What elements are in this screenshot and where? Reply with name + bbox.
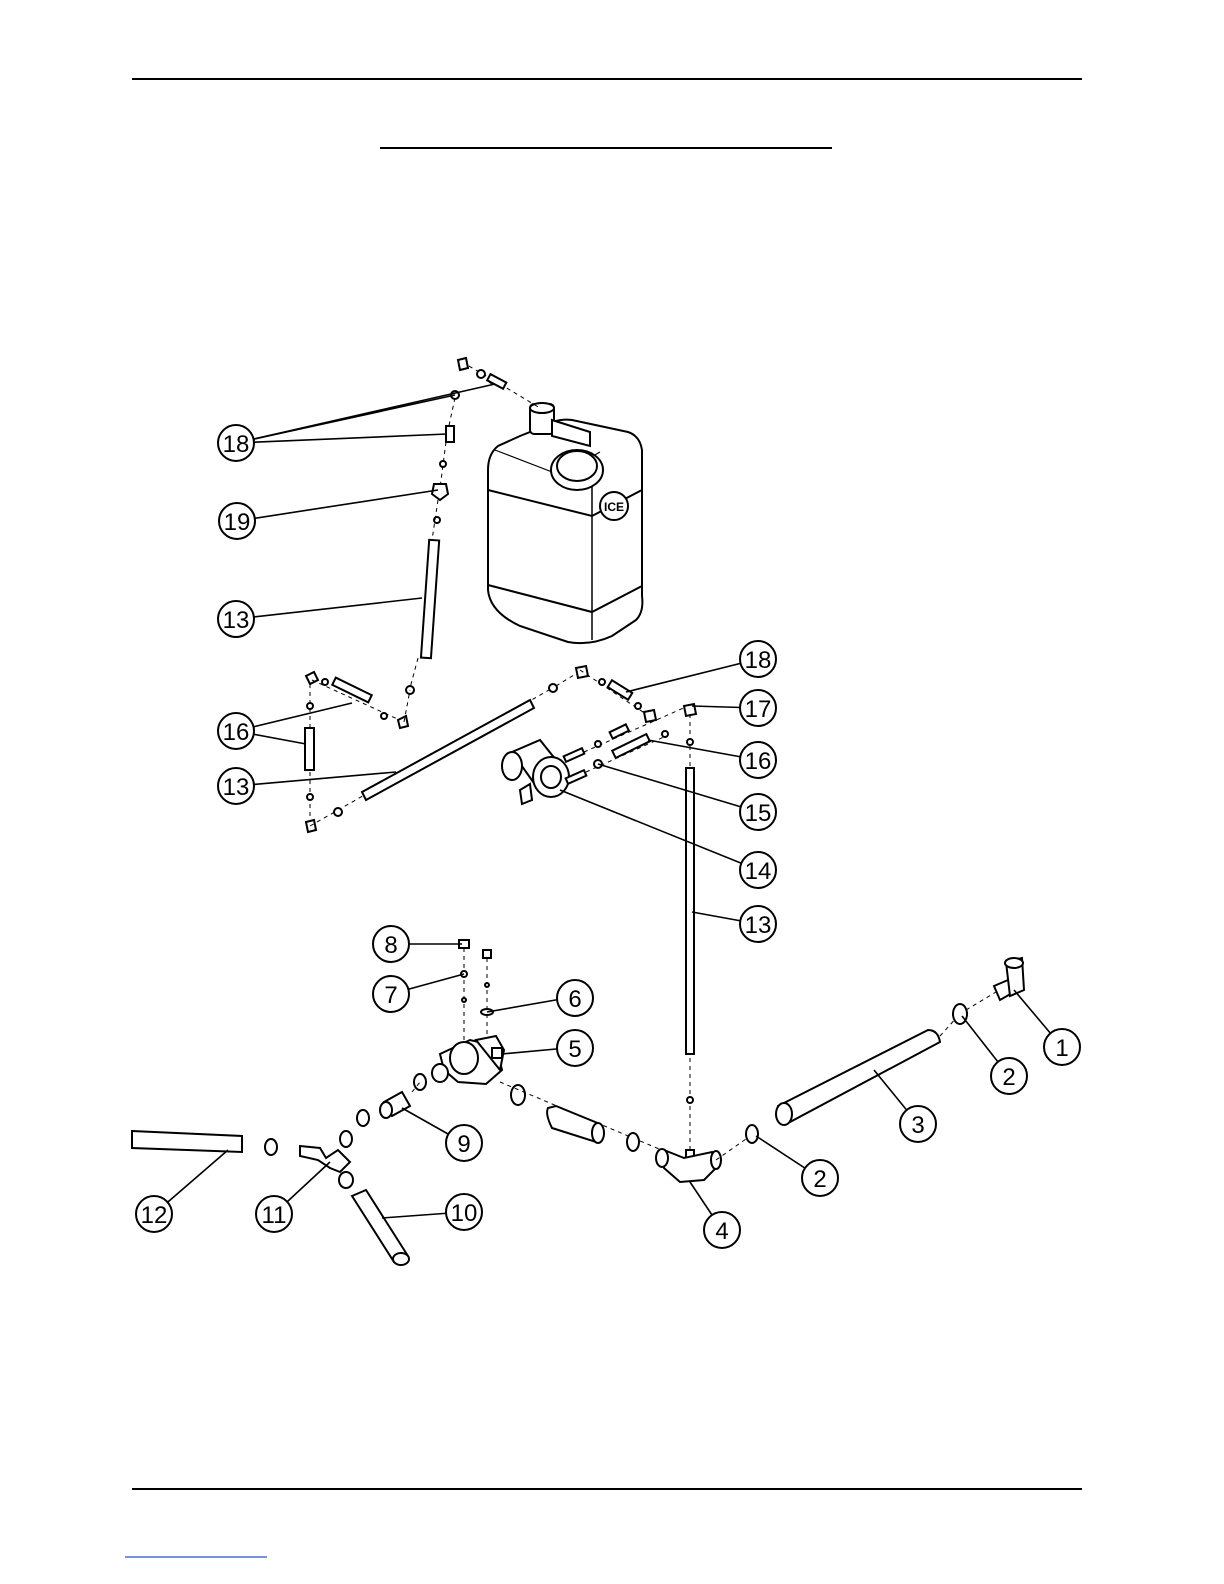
balloon-4: 4 <box>704 1212 740 1248</box>
balloon-7: 7 <box>373 976 409 1012</box>
balloon-9-label: 9 <box>457 1131 470 1158</box>
balloon-18a: 18 <box>218 425 254 461</box>
balloon-5-label: 5 <box>568 1036 581 1063</box>
balloon-16a: 16 <box>218 713 254 749</box>
balloon-17: 17 <box>740 690 776 726</box>
balloon-6-label: 6 <box>568 986 581 1013</box>
pump <box>502 704 696 804</box>
balloon-18b: 18 <box>740 641 776 677</box>
balloon-7-label: 7 <box>384 982 397 1009</box>
balloon-13c: 13 <box>740 906 776 942</box>
balloon-13b-label: 13 <box>223 774 250 801</box>
balloon-2b-label: 2 <box>813 1166 826 1193</box>
balloon-13a: 13 <box>218 601 254 637</box>
water-tank: ICE <box>488 403 642 643</box>
balloon-10-label: 10 <box>451 1200 478 1227</box>
left-plumbing <box>132 1082 420 1265</box>
balloon-9: 9 <box>446 1125 482 1161</box>
lower-plumbing <box>547 958 1024 1182</box>
balloon-14-label: 14 <box>745 858 772 885</box>
balloon-11-label: 11 <box>262 1202 287 1229</box>
balloon-19: 19 <box>219 503 255 539</box>
balloon-16a-label: 16 <box>223 719 250 746</box>
tank-logo: ICE <box>604 500 624 514</box>
balloon-15: 15 <box>740 794 776 830</box>
balloon-11: 11 <box>256 1196 292 1232</box>
balloon-1-label: 1 <box>1055 1035 1068 1062</box>
balloon-14: 14 <box>740 852 776 888</box>
balloon-8: 8 <box>373 926 409 962</box>
balloon-17-label: 17 <box>745 696 772 723</box>
balloon-3: 3 <box>900 1106 936 1142</box>
balloon-12: 12 <box>136 1196 172 1232</box>
balloon-19-label: 19 <box>224 509 251 536</box>
vertical-hose <box>686 714 694 1162</box>
balloon-16b-label: 16 <box>745 748 772 775</box>
balloon-13a-label: 13 <box>223 607 250 634</box>
balloon-2b: 2 <box>802 1160 838 1196</box>
balloon-3-label: 3 <box>911 1112 924 1139</box>
balloon-15-label: 15 <box>745 800 772 827</box>
balloon-10: 10 <box>446 1194 482 1230</box>
balloon-8-label: 8 <box>384 932 397 959</box>
balloon-16b: 16 <box>740 742 776 778</box>
balloon-2a-label: 2 <box>1002 1064 1015 1091</box>
balloon-12-label: 12 <box>141 1202 168 1229</box>
balloon-13b: 13 <box>218 768 254 804</box>
balloon-13c-label: 13 <box>745 912 772 939</box>
balloon-2a: 2 <box>991 1058 1027 1094</box>
balloon-6: 6 <box>557 980 593 1016</box>
balloon-1: 1 <box>1044 1029 1080 1065</box>
balloon-18b-label: 18 <box>745 647 772 674</box>
balloon-18a-label: 18 <box>223 431 250 458</box>
balloon-5: 5 <box>557 1030 593 1066</box>
balloon-4-label: 4 <box>715 1218 728 1245</box>
